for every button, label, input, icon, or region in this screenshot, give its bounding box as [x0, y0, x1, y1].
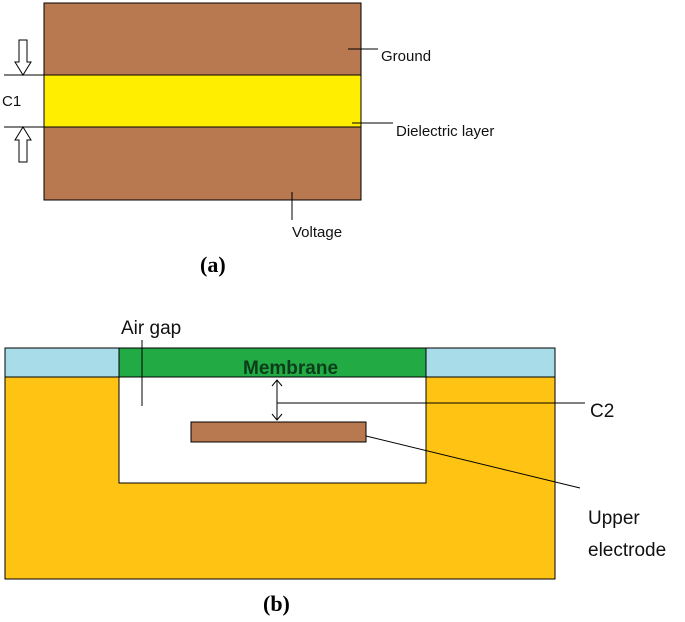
- passivation-left: [4, 347, 120, 378]
- dielectric-layer: [43, 74, 362, 128]
- ground-plate: [43, 2, 362, 76]
- voltage-plate: [43, 126, 362, 201]
- upper-electrode-label-line1: Upper: [588, 508, 640, 529]
- figure-b: Membrane Air gap C2 Upper electrode (b): [4, 318, 666, 616]
- membrane-label: Membrane: [243, 358, 338, 379]
- voltage-label: Voltage: [292, 224, 342, 241]
- figure-a: C1 Ground Dielectric layer Voltage (a): [2, 2, 494, 277]
- upper-electrode-label-line2: electrode: [588, 540, 666, 561]
- upper-electrode: [190, 421, 367, 443]
- c2-dimension-arrow: [271, 379, 283, 421]
- c2-label: C2: [590, 401, 614, 422]
- upper-electrode-leader-line: [365, 435, 581, 489]
- caption-b: (b): [263, 591, 290, 616]
- c1-label: C1: [2, 93, 21, 110]
- caption-a: (a): [200, 252, 226, 277]
- ground-label: Ground: [381, 48, 431, 65]
- dielectric-label: Dielectric layer: [396, 123, 494, 140]
- air-gap-label: Air gap: [121, 318, 181, 339]
- passivation-right: [425, 347, 556, 378]
- c1-dimension-arrows: [4, 39, 44, 163]
- membrane: [118, 347, 427, 378]
